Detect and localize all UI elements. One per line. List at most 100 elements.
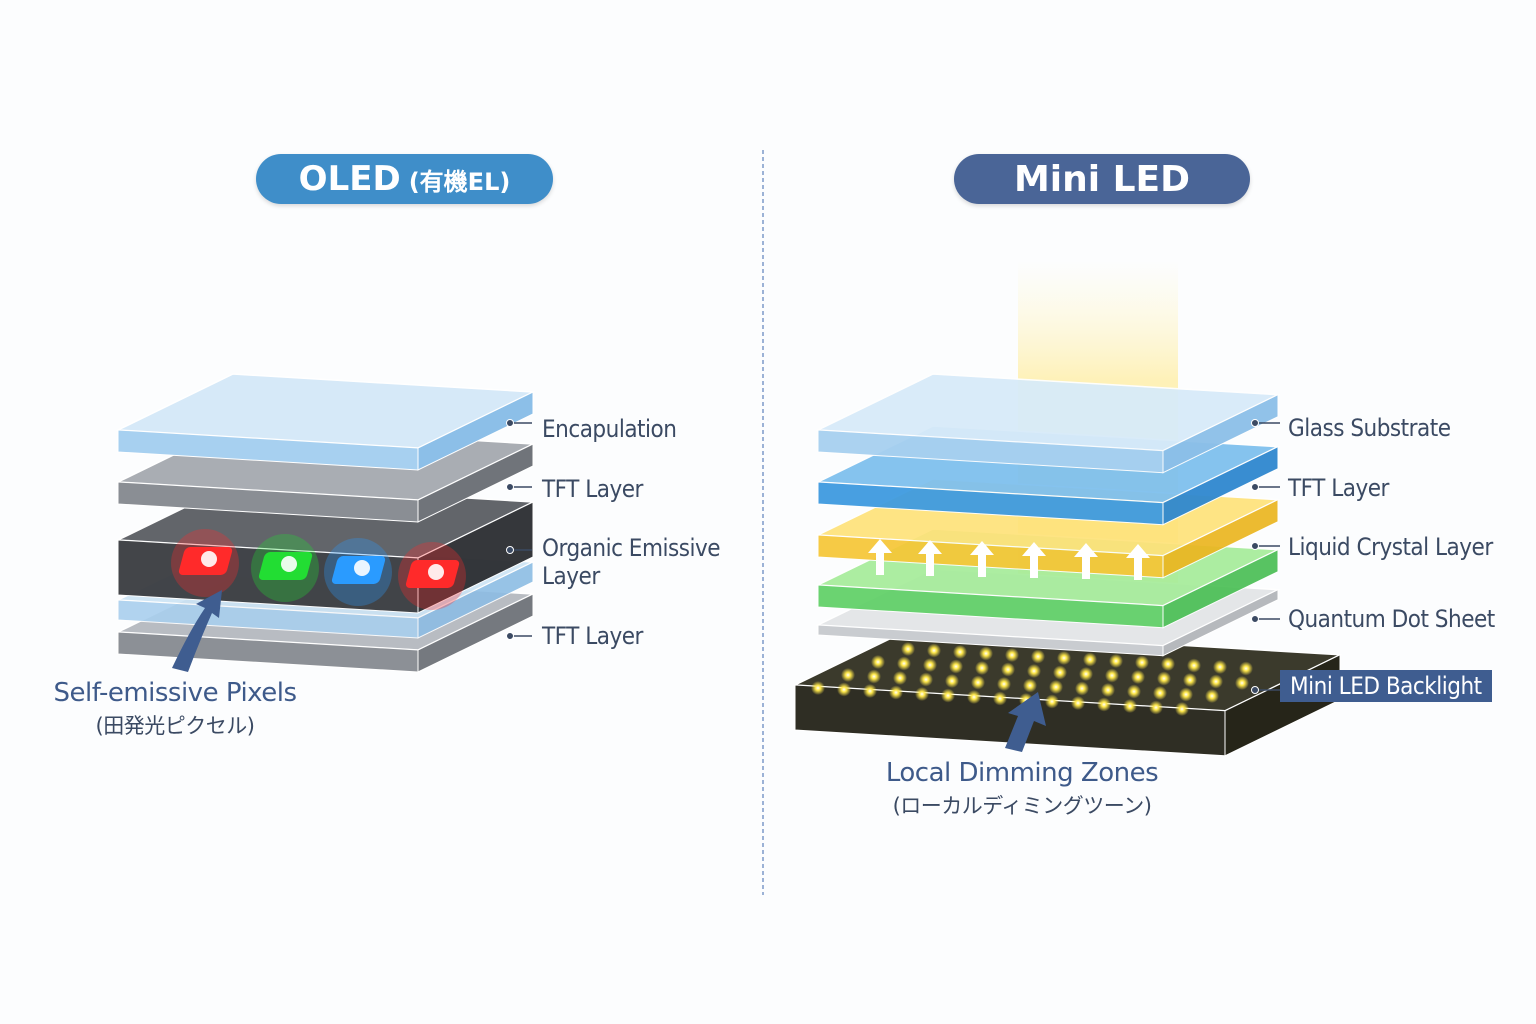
mini-led-dot bbox=[897, 656, 911, 671]
miniled-label-quantum-dot: Quantum Dot Sheet bbox=[1288, 605, 1495, 633]
leader-dot bbox=[1251, 542, 1259, 550]
mini-led-dot bbox=[1023, 678, 1037, 693]
mini-led-dot bbox=[1187, 658, 1201, 673]
oled-pixel bbox=[171, 529, 239, 597]
mini-led-dot bbox=[1135, 655, 1149, 670]
leader-dot bbox=[1251, 419, 1259, 427]
mini-led-dot bbox=[1001, 662, 1015, 677]
mini-led-dot bbox=[1097, 697, 1111, 712]
mini-led-dot bbox=[1213, 660, 1227, 674]
mini-led-dot bbox=[1175, 702, 1189, 716]
oled-pointer-arrow-icon bbox=[172, 590, 222, 672]
oled-callout-title: Self-emissive Pixels bbox=[53, 678, 297, 708]
mini-led-dot bbox=[971, 675, 985, 690]
mini-led-dot bbox=[1105, 668, 1119, 683]
mini-led-dot bbox=[1109, 654, 1123, 668]
mini-led-dot bbox=[1239, 661, 1253, 676]
mini-led-dot bbox=[837, 682, 851, 697]
mini-led-dot bbox=[1131, 670, 1145, 684]
mini-led-dot bbox=[949, 659, 963, 674]
oled-pixel bbox=[398, 542, 466, 610]
mini-led-dot bbox=[901, 642, 915, 656]
oled-callout: Self-emissive Pixels (田発光ピクセル) bbox=[40, 678, 310, 740]
mini-led-dot bbox=[1123, 699, 1137, 713]
miniled-layer-stack bbox=[792, 373, 1343, 757]
mini-led-dot bbox=[941, 688, 955, 703]
mini-led-dot bbox=[1209, 674, 1223, 689]
oled-title-badge: OLED (有機EL) bbox=[256, 154, 553, 204]
miniled-callout-title: Local Dimming Zones bbox=[885, 758, 1159, 788]
mini-led-dot bbox=[1101, 683, 1115, 697]
mini-led-dot bbox=[1179, 687, 1193, 702]
mini-led-dot bbox=[893, 671, 907, 685]
mini-led-dot bbox=[1083, 652, 1097, 667]
mini-led-dot bbox=[927, 643, 941, 658]
mini-led-dot bbox=[1031, 649, 1045, 664]
oled-title: OLED bbox=[298, 159, 401, 199]
mini-led-dot bbox=[1183, 673, 1197, 687]
mini-led-dot bbox=[1153, 686, 1167, 700]
oled-title-jp: (有機EL) bbox=[408, 167, 511, 196]
mini-led-dot bbox=[811, 681, 825, 695]
mini-led-dot bbox=[975, 661, 989, 675]
mini-led-dot bbox=[1005, 648, 1019, 662]
miniled-pointer-arrow-icon bbox=[1005, 692, 1046, 752]
mini-led-dot bbox=[923, 658, 937, 672]
miniled-callout: Local Dimming Zones (ローカルディミングツーン) bbox=[872, 758, 1172, 820]
mini-led-dot bbox=[863, 684, 877, 698]
oled-label-organic: Organic Emissive Layer bbox=[542, 534, 721, 590]
oled-callout-jp: (田発光ピクセル) bbox=[95, 714, 255, 738]
oled-label-tft-bottom: TFT Layer bbox=[542, 622, 643, 650]
leader-dot bbox=[1251, 483, 1259, 491]
mini-led-dot bbox=[841, 668, 855, 682]
up-arrow-icon bbox=[970, 541, 994, 577]
up-arrow-icon bbox=[868, 539, 892, 575]
mini-led-dot bbox=[915, 687, 929, 701]
mini-led-dot bbox=[979, 646, 993, 661]
leader-dot bbox=[506, 419, 514, 427]
miniled-glass-substrate-layer bbox=[815, 373, 1281, 474]
miniled-label-tft: TFT Layer bbox=[1288, 474, 1389, 502]
leader-lines bbox=[506, 419, 1280, 694]
mini-led-dot bbox=[1235, 676, 1249, 690]
miniled-label-glass: Glass Substrate bbox=[1288, 414, 1451, 442]
miniled-label-backlight: Mini LED Backlight bbox=[1280, 670, 1492, 702]
up-arrow-icon bbox=[1126, 544, 1150, 580]
mini-led-dot bbox=[1049, 680, 1063, 694]
up-arrow-icon bbox=[918, 540, 942, 576]
mini-led-dot bbox=[1161, 657, 1175, 671]
mini-led-dot bbox=[1071, 696, 1085, 710]
oled-pixel bbox=[251, 534, 319, 602]
mini-led-dot bbox=[867, 669, 881, 684]
oled-encapsulation-layer bbox=[115, 373, 536, 471]
oled-layer-stack bbox=[115, 373, 536, 673]
mini-led-dot bbox=[967, 690, 981, 704]
mini-led-dot bbox=[1053, 665, 1067, 680]
up-arrow-icon bbox=[1022, 542, 1046, 578]
mini-led-dot bbox=[993, 691, 1007, 706]
mini-led-dot bbox=[1057, 651, 1071, 665]
oled-label-tft-top: TFT Layer bbox=[542, 475, 643, 503]
mini-led-dot bbox=[997, 677, 1011, 691]
up-arrow-icon bbox=[1074, 543, 1098, 579]
mini-led-dot bbox=[953, 645, 967, 659]
mini-led-dot bbox=[1079, 667, 1093, 681]
miniled-title: Mini LED bbox=[1013, 158, 1191, 200]
callout-arrows bbox=[172, 590, 1046, 752]
oled-label-encapsulation: Encapulation bbox=[542, 415, 677, 443]
leader-dot bbox=[506, 546, 514, 554]
mini-led-dot bbox=[1045, 694, 1059, 709]
mini-led-dot bbox=[919, 672, 933, 687]
miniled-title-badge: Mini LED bbox=[954, 154, 1250, 204]
mini-led-dot bbox=[1127, 684, 1141, 699]
miniled-callout-jp: (ローカルディミングツーン) bbox=[892, 794, 1152, 818]
leader-dot bbox=[506, 632, 514, 640]
mini-led-dot bbox=[945, 674, 959, 688]
mini-led-dot bbox=[1027, 664, 1041, 678]
mini-led-dot bbox=[1157, 671, 1171, 686]
oled-pixel bbox=[324, 538, 392, 606]
mini-led-dot bbox=[889, 685, 903, 700]
mini-led-dot bbox=[1149, 700, 1163, 715]
miniled-label-liquid-crystal: Liquid Crystal Layer bbox=[1288, 533, 1493, 561]
